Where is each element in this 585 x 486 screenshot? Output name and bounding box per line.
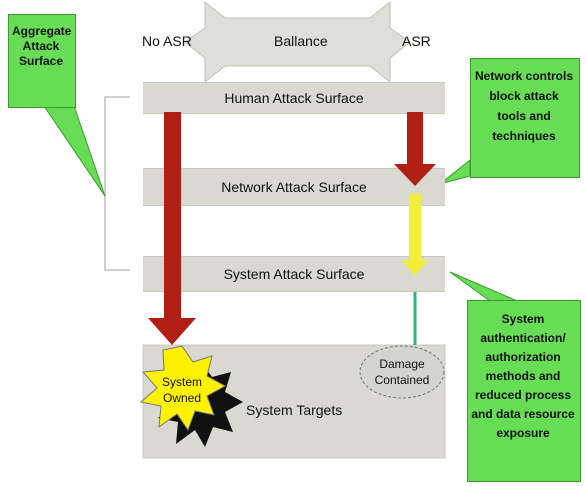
asr-label: ASR bbox=[402, 33, 431, 49]
damage-contained-oval bbox=[359, 345, 445, 399]
damage-contained-text: Damage Contained bbox=[374, 357, 430, 387]
network-controls-callout-box bbox=[470, 58, 580, 178]
system-targets-label: System Targets bbox=[246, 402, 343, 418]
asr-red-arrow bbox=[394, 112, 436, 186]
balance-label: Ballance bbox=[274, 33, 328, 49]
system-owned-burst bbox=[139, 345, 227, 432]
system-attack-surface-band: System Attack Surface bbox=[143, 256, 445, 292]
network-attack-surface-label: Network Attack Surface bbox=[221, 179, 367, 195]
human-attack-surface-band: Human Attack Surface bbox=[143, 82, 445, 114]
network-controls-callout-text: Network controls block attack tools and … bbox=[474, 69, 573, 143]
no-asr-label: No ASR bbox=[142, 33, 192, 49]
system-auth-callout-box bbox=[467, 300, 581, 482]
system-owned-text: System Owned bbox=[161, 375, 202, 405]
aggregate-callout-text: Aggregate Attack Surface bbox=[12, 24, 72, 68]
human-attack-surface-label: Human Attack Surface bbox=[224, 90, 364, 106]
system-attack-surface-label: System Attack Surface bbox=[223, 266, 365, 282]
system-auth-callout-text: System authentication/ authorization met… bbox=[471, 312, 575, 440]
aggregate-bracket bbox=[104, 96, 130, 271]
no-asr-red-arrow bbox=[148, 112, 196, 345]
network-attack-surface-band: Network Attack Surface bbox=[143, 168, 445, 206]
asr-yellow-arrow bbox=[402, 194, 428, 276]
aggregate-callout-box bbox=[8, 14, 76, 108]
